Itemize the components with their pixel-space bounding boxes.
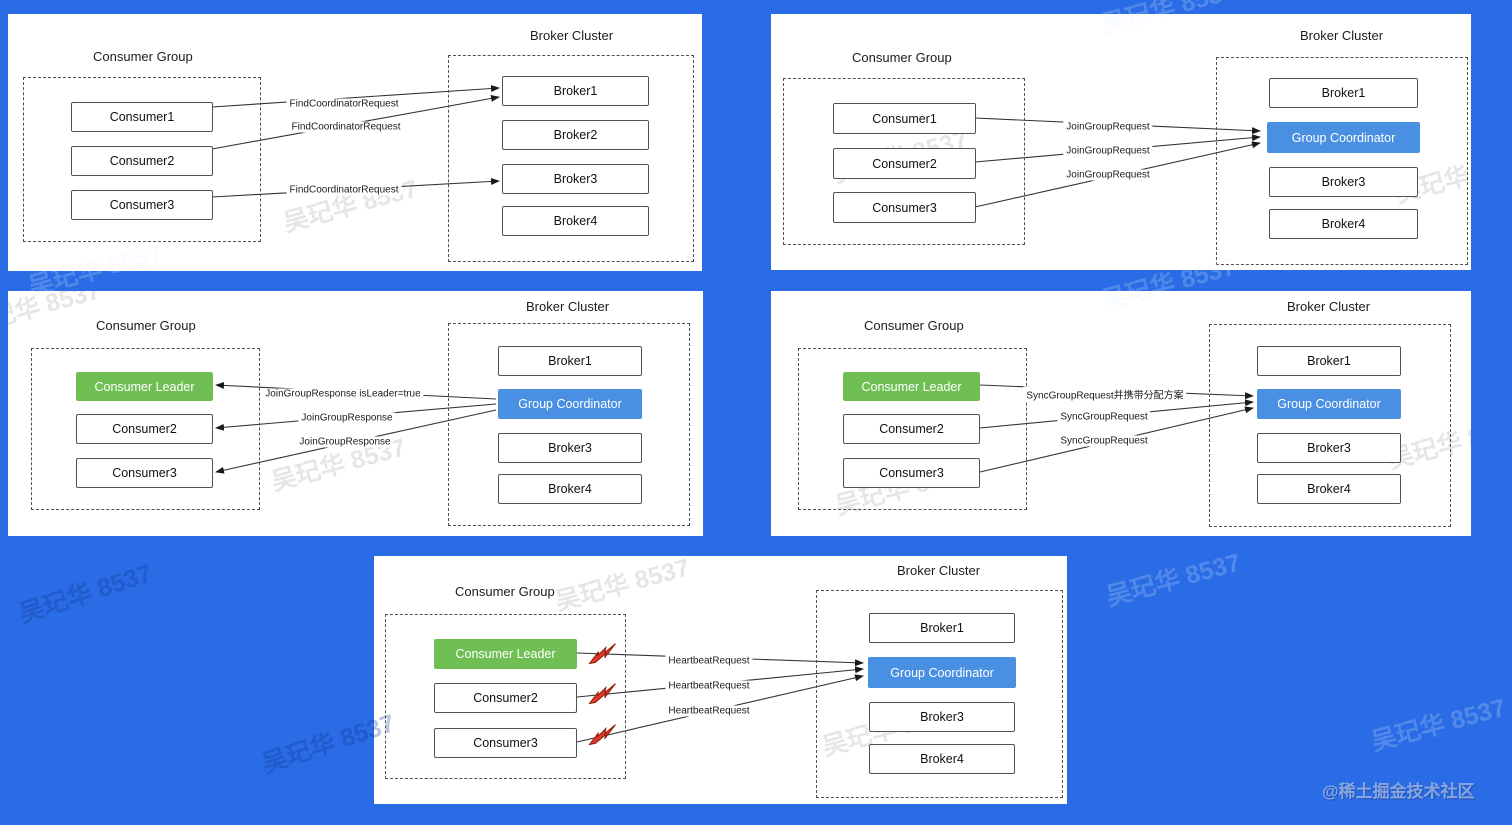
broker-node: Broker2 — [502, 120, 649, 150]
arrow-label: FindCoordinatorRequest — [288, 121, 404, 133]
broker-cluster-title: Broker Cluster — [1300, 28, 1384, 43]
arrow-label: HeartbeatRequest — [665, 705, 753, 717]
arrow-label: SyncGroupRequest — [1057, 435, 1151, 447]
arrow-label: FindCoordinatorRequest — [286, 184, 402, 196]
broker-node: Broker3 — [1257, 433, 1401, 463]
consumer-leader-node: Consumer Leader — [76, 372, 213, 401]
group-coordinator-node: Group Coordinator — [1267, 122, 1420, 153]
panel-heartbeat: 吴玘华 8537 吴玘华 8537 Consumer Group Broker … — [374, 556, 1067, 804]
lightning-bolt-icon — [588, 724, 616, 746]
arrow-label: SyncGroupRequest — [1057, 411, 1151, 423]
lightning-bolt-icon — [588, 643, 616, 665]
consumer-group-box — [798, 348, 1027, 510]
arrow-label: JoinGroupRequest — [1063, 145, 1153, 157]
broker-cluster-title: Broker Cluster — [526, 299, 610, 314]
panel-join-group-request: 吴玘华 8537 吴玘华 8537 Consumer Group Broker … — [771, 14, 1471, 270]
credit-watermark: @稀土掘金技术社区 — [1322, 782, 1475, 801]
broker-node: Broker4 — [869, 744, 1015, 774]
arrow-label: HeartbeatRequest — [665, 655, 753, 667]
broker-node: Broker3 — [869, 702, 1015, 732]
consumer-node: Consumer3 — [76, 458, 213, 488]
broker-cluster-box — [1209, 324, 1451, 527]
consumer-node: Consumer2 — [76, 414, 213, 444]
group-coordinator-node: Group Coordinator — [1257, 389, 1401, 419]
consumer-group-title: Consumer Group — [455, 584, 555, 599]
consumer-group-box — [385, 614, 626, 779]
broker-node: Broker1 — [1257, 346, 1401, 376]
broker-node: Broker4 — [502, 206, 649, 236]
group-coordinator-node: Group Coordinator — [498, 389, 642, 419]
consumer-node: Consumer2 — [434, 683, 577, 713]
consumer-group-title: Consumer Group — [96, 318, 196, 333]
consumer-node: Consumer2 — [843, 414, 980, 444]
panel-sync-group-request: 吴玘华 8537 吴玘华 8537 Consumer Group Broker … — [771, 291, 1471, 536]
broker-node: Broker1 — [869, 613, 1015, 643]
consumer-leader-node: Consumer Leader — [843, 372, 980, 401]
arrow-label: JoinGroupRequest — [1063, 169, 1153, 181]
consumer-group-box — [31, 348, 260, 510]
consumer-node: Consumer2 — [71, 146, 213, 176]
broker-cluster-box — [816, 590, 1063, 798]
consumer-group-title: Consumer Group — [864, 318, 964, 333]
broker-cluster-title: Broker Cluster — [1287, 299, 1371, 314]
broker-cluster-box — [448, 323, 690, 526]
broker-cluster-title: Broker Cluster — [897, 563, 981, 578]
watermark: 吴玘华 8537 — [1368, 693, 1509, 757]
consumer-group-box — [783, 78, 1025, 245]
consumer-group-title: Consumer Group — [93, 49, 193, 64]
consumer-node: Consumer3 — [833, 192, 976, 223]
consumer-node: Consumer1 — [71, 102, 213, 132]
arrow-label: JoinGroupRequest — [1063, 121, 1153, 133]
broker-node: Broker1 — [1269, 78, 1418, 108]
broker-node: Broker4 — [498, 474, 642, 504]
broker-node: Broker4 — [1269, 209, 1418, 239]
broker-cluster-box — [448, 55, 694, 262]
consumer-node: Consumer2 — [833, 148, 976, 179]
consumer-node: Consumer3 — [434, 728, 577, 758]
broker-node: Broker3 — [498, 433, 642, 463]
watermark: 吴玘华 8537 — [15, 559, 156, 629]
broker-node: Broker3 — [502, 164, 649, 194]
broker-cluster-box — [1216, 57, 1468, 265]
broker-node: Broker1 — [502, 76, 649, 106]
broker-node: Broker3 — [1269, 167, 1418, 197]
lightning-bolt-icon — [588, 683, 616, 705]
panel-join-group-response: 吴玘华 8537 吴玘华 8537 Consumer Group Broker … — [8, 291, 703, 536]
broker-cluster-title: Broker Cluster — [530, 28, 614, 43]
consumer-node: Consumer1 — [833, 103, 976, 134]
arrow-line — [211, 85, 500, 108]
panel-find-coordinator: 吴玘华 8537 Consumer Group Broker Cluster C… — [8, 14, 702, 271]
arrow-label: HeartbeatRequest — [665, 680, 753, 692]
arrow-label: SyncGroupRequest并携带分配方案 — [1023, 386, 1187, 402]
arrow-label: JoinGroupResponse — [298, 412, 396, 424]
consumer-leader-node: Consumer Leader — [434, 639, 577, 669]
consumer-node: Consumer3 — [843, 458, 980, 488]
arrow-label: FindCoordinatorRequest — [286, 98, 402, 110]
arrow-label: JoinGroupResponse — [296, 436, 394, 448]
consumer-node: Consumer3 — [71, 190, 213, 220]
arrow-label: JoinGroupResponse isLeader=true — [262, 388, 424, 400]
watermark: 吴玘华 8537 — [1103, 548, 1244, 612]
broker-node: Broker1 — [498, 346, 642, 376]
broker-node: Broker4 — [1257, 474, 1401, 504]
group-coordinator-node: Group Coordinator — [868, 657, 1016, 688]
consumer-group-box — [23, 77, 261, 242]
consumer-group-title: Consumer Group — [852, 50, 952, 65]
